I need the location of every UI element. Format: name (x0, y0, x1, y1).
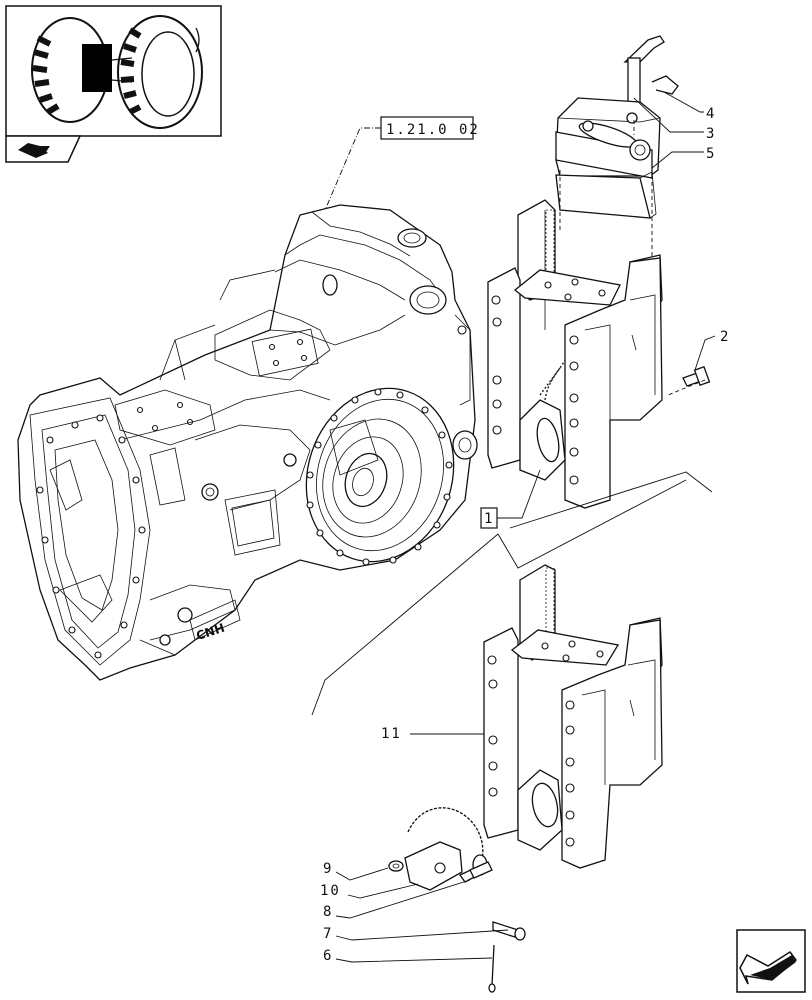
group-reference-box[interactable]: 1.21.0 02 (380, 116, 480, 140)
tractor-wheel-thumbnail (31, 15, 203, 129)
callout-11[interactable]: 11 (381, 726, 484, 742)
callout-1-label: 1 (484, 511, 494, 527)
callout-2[interactable]: 2 (694, 329, 730, 371)
callout-7[interactable]: 7 (323, 926, 509, 942)
hitch-frame[interactable] (487, 199, 663, 509)
callout-11-label: 11 (381, 726, 402, 742)
callout-6[interactable]: 6 (323, 948, 493, 964)
callout-10[interactable]: 10 (320, 883, 419, 899)
spring-clip (651, 75, 679, 95)
callout-9-label: 9 (323, 861, 333, 877)
callout-10-label: 10 (320, 883, 341, 899)
variant-separator-upper (509, 471, 713, 529)
group-reference-leader (319, 127, 381, 223)
callout-5-label: 5 (706, 146, 716, 162)
callout-6-label: 6 (323, 948, 333, 964)
callout-1[interactable]: 1 (480, 469, 541, 529)
callout-8-label: 8 (323, 904, 333, 920)
cotter-pin (488, 944, 496, 993)
callout-3-label: 3 (706, 126, 716, 142)
rear-axle-housing: CNH (17, 204, 478, 681)
folder-arrow-icon[interactable] (5, 135, 82, 163)
alternative-hitch-frame[interactable] (483, 564, 663, 869)
callout-5[interactable]: 5 (651, 146, 716, 169)
drawbar-clevis (388, 807, 493, 891)
group-reference-label: 1.21.0 02 (386, 122, 480, 138)
callout-2-label: 2 (720, 329, 730, 345)
thumbnail-panel[interactable] (5, 5, 222, 163)
callout-7-label: 7 (323, 926, 333, 942)
callout-8[interactable]: 8 (323, 879, 471, 920)
slide-block (555, 97, 661, 219)
next-page-arrow-icon[interactable] (736, 929, 806, 993)
callout-4[interactable]: 4 (663, 91, 716, 122)
variant-separator-lower (311, 479, 687, 716)
flange-bolt-circle (306, 388, 453, 566)
callout-9[interactable]: 9 (323, 861, 389, 881)
callout-3[interactable]: 3 (633, 97, 716, 142)
callout-4-label: 4 (706, 106, 716, 122)
bolt (682, 365, 711, 387)
upper-hitch-assembly[interactable] (555, 35, 679, 260)
